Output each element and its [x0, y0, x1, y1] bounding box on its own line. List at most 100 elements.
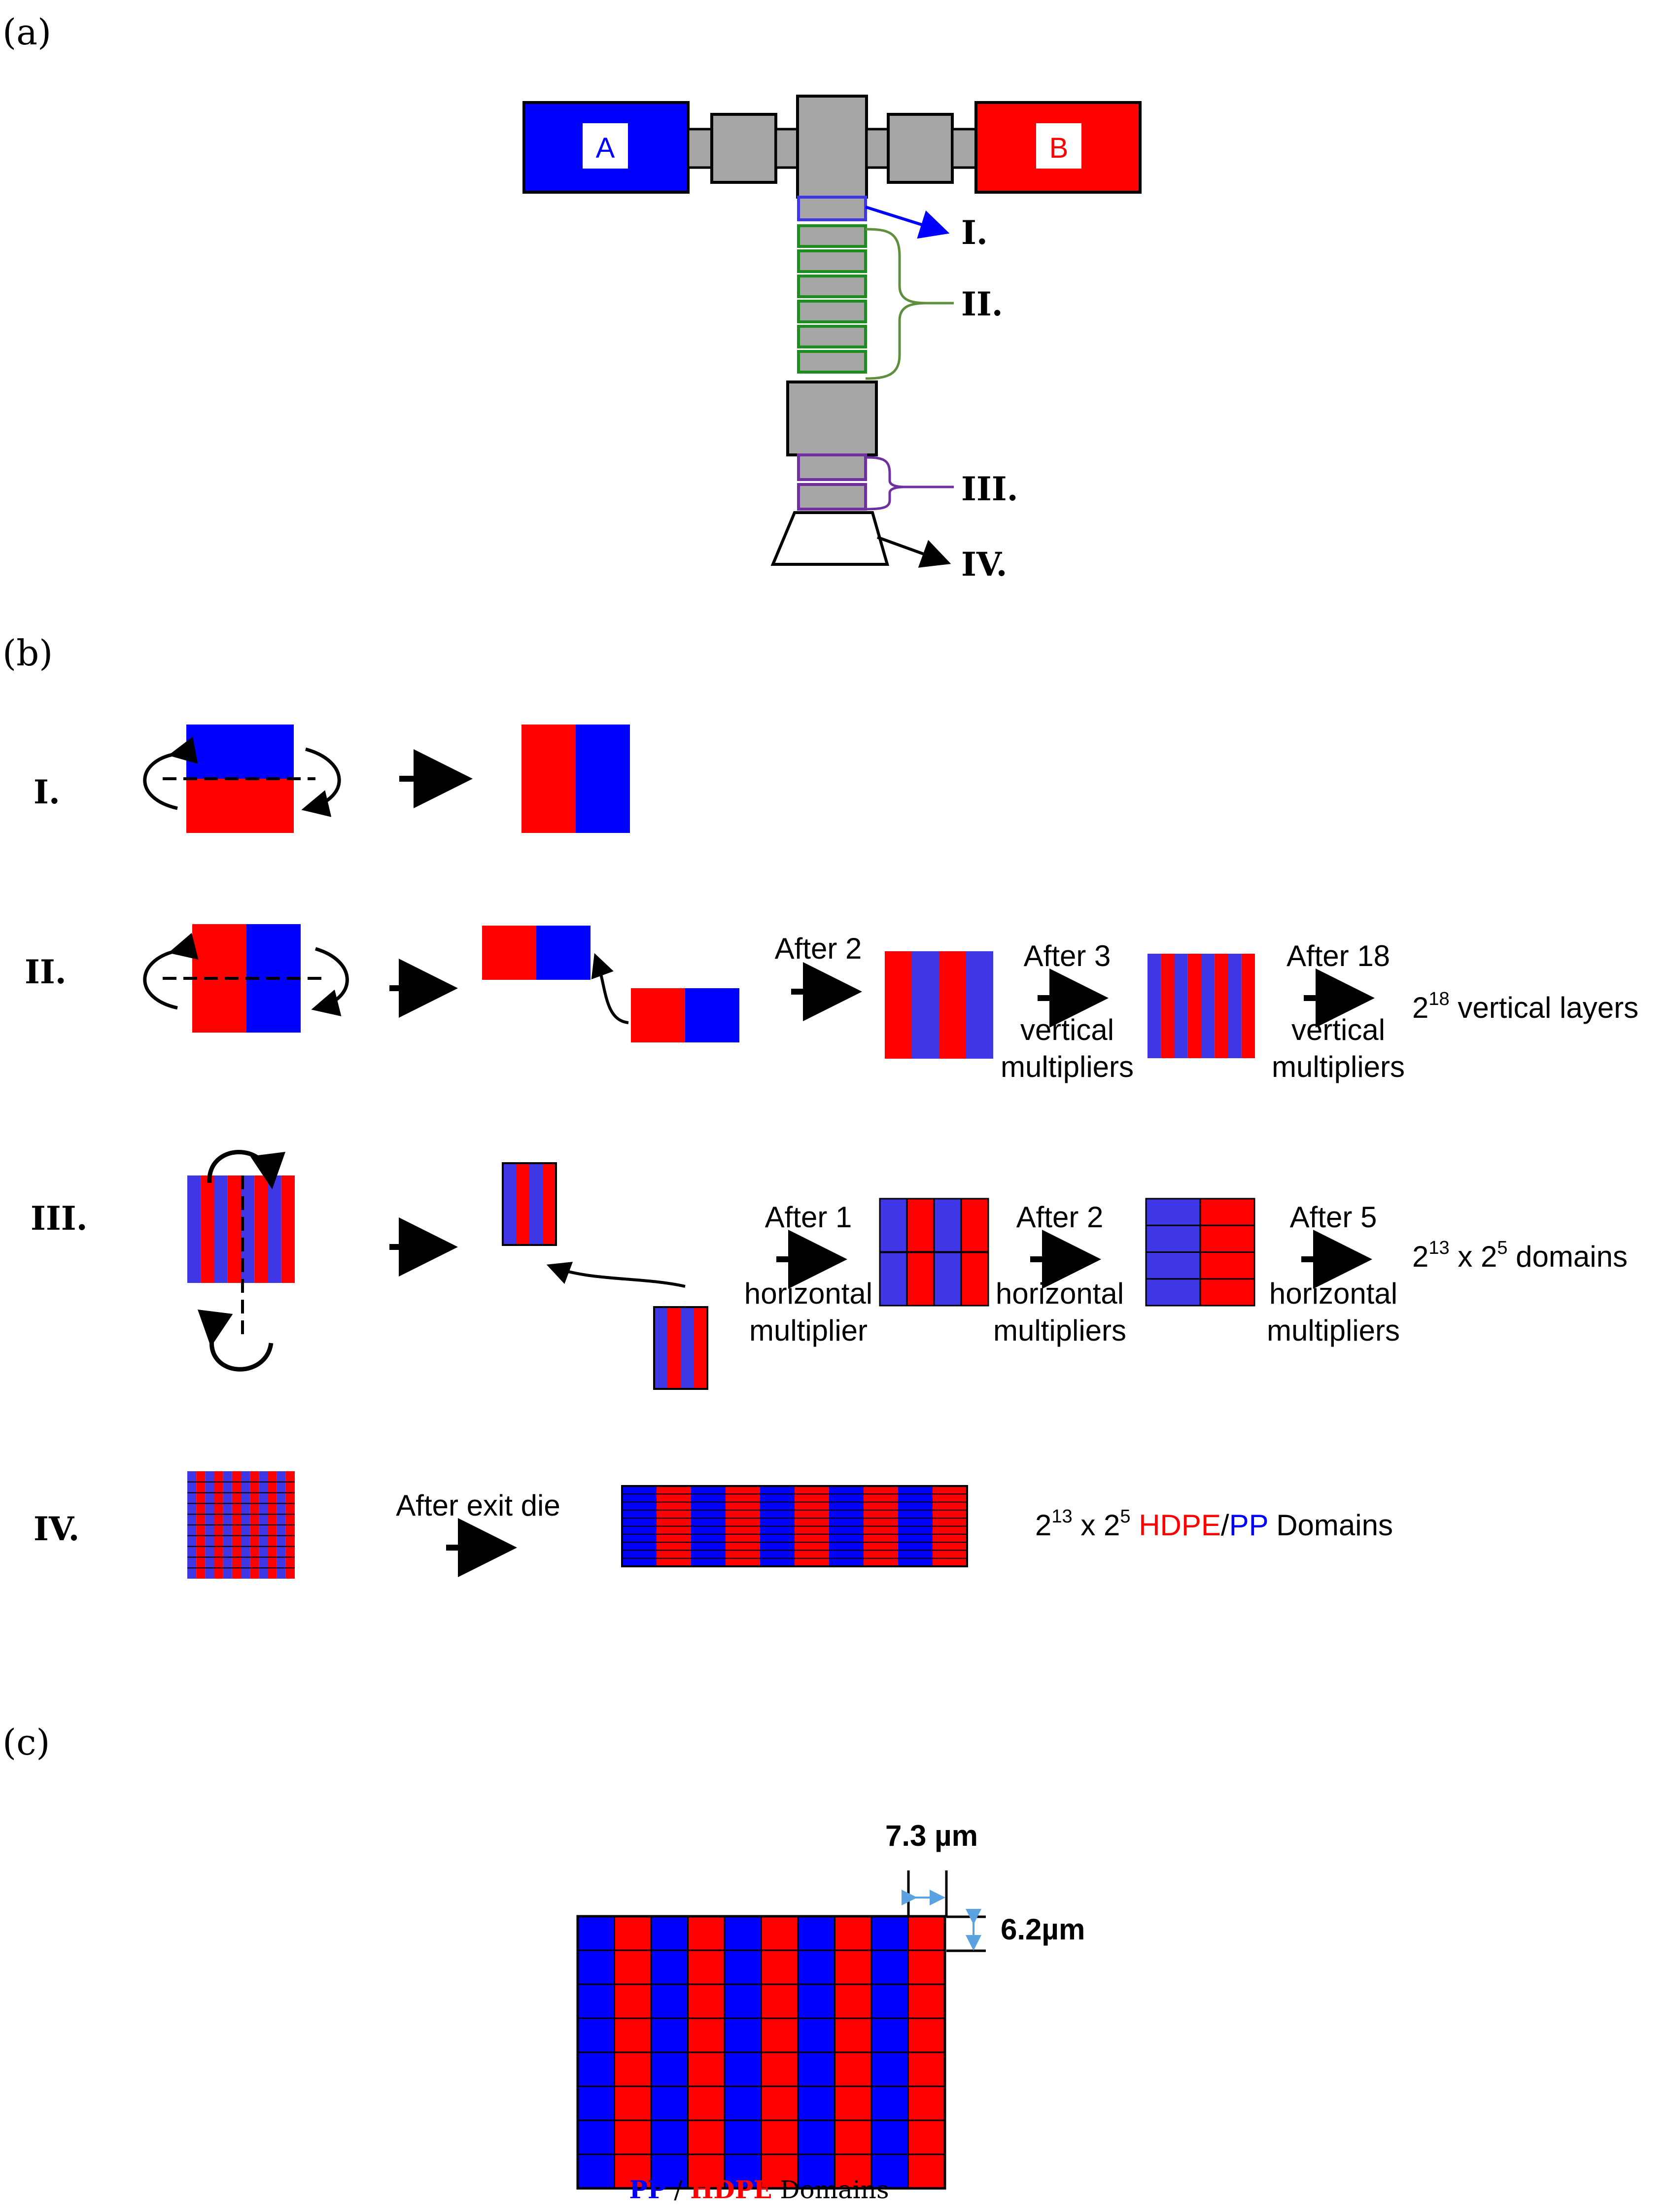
pp-domain: [870, 1915, 909, 1951]
vertical-multiplier: [797, 224, 867, 248]
hdpe-domain: [761, 2051, 799, 2087]
row-ii-note-3: After 18: [1287, 939, 1390, 972]
pp-domain: [797, 2119, 835, 2155]
row-iv-input: [187, 1471, 295, 1579]
pp-domain: [870, 2017, 909, 2053]
vertical-multiplier: [797, 325, 867, 348]
row-ii-split-bottom-blue: [685, 988, 739, 1042]
blue-layer: [654, 1307, 667, 1389]
row-iii-result-1: [879, 1198, 989, 1307]
row-ii-stack-arrow: [591, 953, 629, 1024]
pp-domain: [724, 2119, 762, 2155]
pp-domain: [724, 1915, 762, 1951]
hdpe-domain: [614, 2017, 652, 2053]
extruder-a-label-box: [583, 123, 628, 169]
row-ii: II. After 2 After 3 vertical multipliers…: [25, 924, 1638, 1083]
red-layer: [201, 1175, 214, 1283]
hdpe-domain: [907, 1949, 946, 1985]
red-layer: [1215, 954, 1228, 1058]
hdpe-domain: [761, 2119, 799, 2155]
pp-domain: [870, 1949, 909, 1985]
row-iii-result-2: [1145, 1198, 1255, 1307]
row-ii-note-2: After 3: [1024, 939, 1111, 972]
hdpe-domain: [907, 2017, 946, 2053]
gear-pump-left: [710, 113, 777, 184]
hdpe-domain: [761, 1949, 799, 1985]
row-ii-note-1: After 2: [775, 932, 862, 965]
callout-bracket-ii: [865, 228, 927, 380]
pp-domain: [870, 2119, 909, 2155]
row-ii-note-2-sub2: multipliers: [1001, 1050, 1134, 1083]
blue-layer: [966, 951, 993, 1059]
domain-grid: 7.3 µm 6.2µm PP / HDPE Domains: [576, 1819, 1085, 2204]
hdpe-domain: [687, 1983, 726, 2019]
connector-left-1: [687, 128, 713, 169]
pp-domain: [724, 2085, 762, 2121]
row-iv-output: [621, 1485, 968, 1567]
row-iii-note-3: After 5: [1290, 1201, 1377, 1234]
row-iii-split-top: [502, 1162, 557, 1246]
pp-domain: [797, 1949, 835, 1985]
extruder-a-label: A: [596, 132, 615, 164]
blue-layer: [681, 1307, 694, 1389]
width-dim-label: 7.3 µm: [885, 1819, 978, 1852]
row-iii-note-3-sub1: horizontal: [1269, 1277, 1397, 1310]
hdpe-domain: [834, 1983, 872, 2019]
pp-domain: [870, 1983, 909, 2019]
pp-domain: [577, 1983, 615, 2019]
pp-domain: [724, 1949, 762, 1985]
row-iii-split-bottom: [653, 1306, 708, 1390]
callout-bracket-iii: [865, 456, 905, 511]
pp-domain: [650, 2017, 689, 2053]
panel-c-label: (c): [2, 1722, 50, 1763]
pp-domain: [577, 1915, 615, 1951]
hdpe-domain: [614, 1983, 652, 2019]
row-iv-result-text: 213 x 25 HDPE/PP Domains: [1035, 1506, 1393, 1542]
pp-domain: [650, 2085, 689, 2121]
pp-domain: [577, 2119, 615, 2155]
row-i-label: I.: [34, 773, 60, 811]
blue-layer: [1174, 954, 1188, 1058]
pp-domain: [650, 1915, 689, 1951]
callout-iii: III.: [961, 470, 1018, 508]
blue-layer: [214, 1175, 228, 1283]
row-iii-note-3-sub2: multipliers: [1267, 1314, 1400, 1347]
hdpe-domain: [614, 2051, 652, 2087]
vertical-multiplier: [797, 300, 867, 323]
film-outline: [621, 1485, 968, 1567]
hdpe-domain: [761, 2085, 799, 2121]
row-ii-split-top-blue: [536, 926, 591, 980]
stage-i-element: [797, 196, 867, 221]
pp-domain: [650, 1949, 689, 1985]
hdpe-domain: [687, 2119, 726, 2155]
hdpe-domain: [614, 2119, 652, 2155]
horizontal-multiplier-1: [797, 453, 867, 481]
callout-ii: II.: [961, 285, 1003, 323]
callout-iv: IV.: [961, 545, 1008, 584]
connector-left-2: [774, 128, 799, 169]
hdpe-domain: [907, 2153, 946, 2189]
red-layer: [1187, 954, 1201, 1058]
pp-domain: [797, 2051, 835, 2087]
row-i-output-left: [522, 725, 576, 833]
row-iii: III. After 1 horizontal multiplier After…: [31, 1149, 1628, 1390]
blue-layer: [1201, 954, 1215, 1058]
hdpe-domain: [907, 2085, 946, 2121]
pp-domain: [650, 1983, 689, 2019]
hdpe-domain: [687, 2085, 726, 2121]
row-ii-result-2: [1147, 954, 1255, 1058]
row-ii-result-1: [885, 951, 993, 1059]
blue-layer: [268, 1175, 281, 1283]
hdpe-domain: [907, 1915, 946, 1951]
hdpe-domain: [687, 2051, 726, 2087]
row-iv-label: IV.: [34, 1510, 80, 1548]
row-iii-result-text: 213 x 25 domains: [1412, 1238, 1628, 1273]
callout-arrow-iv: [876, 536, 951, 568]
hdpe-domain: [614, 1949, 652, 1985]
blue-layer: [912, 951, 939, 1059]
hdpe-domain: [834, 1915, 872, 1951]
hdpe-domain: [687, 1915, 726, 1951]
callout-i: I.: [961, 213, 988, 252]
pp-domain: [650, 2153, 689, 2189]
connector-right-2: [951, 128, 977, 169]
